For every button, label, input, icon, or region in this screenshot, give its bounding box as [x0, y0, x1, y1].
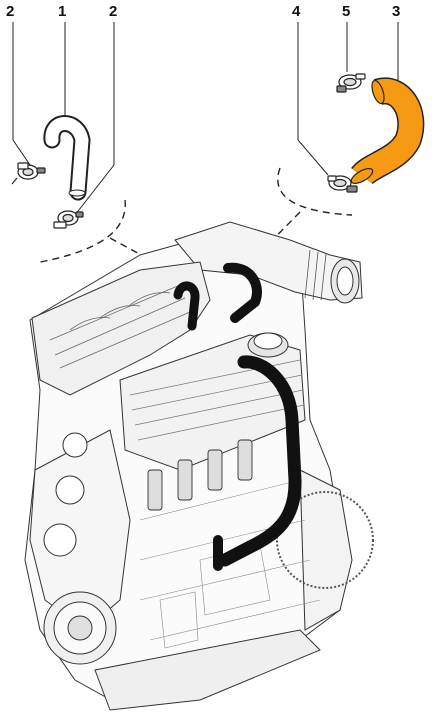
installed-hose-1-icon	[173, 281, 200, 331]
callout-1: 1	[58, 3, 67, 20]
clamp-5-icon	[336, 73, 366, 93]
leader-lines	[12, 22, 399, 216]
callout-2-left: 2	[6, 3, 15, 20]
installed-lower-hose-icon	[213, 355, 302, 571]
clamp-4-icon	[327, 175, 358, 193]
hose-1-icon	[43, 115, 91, 201]
callout-3: 3	[392, 3, 401, 20]
callout-5: 5	[342, 3, 351, 20]
engine-block-icon	[24, 221, 374, 711]
clamp-2-right-icon	[53, 210, 84, 229]
callout-4: 4	[292, 3, 301, 20]
clamp-2-left-icon	[11, 162, 46, 185]
hose-3-icon	[350, 77, 425, 186]
callout-2-right: 2	[109, 3, 118, 20]
installed-hose-3-icon	[223, 262, 262, 323]
